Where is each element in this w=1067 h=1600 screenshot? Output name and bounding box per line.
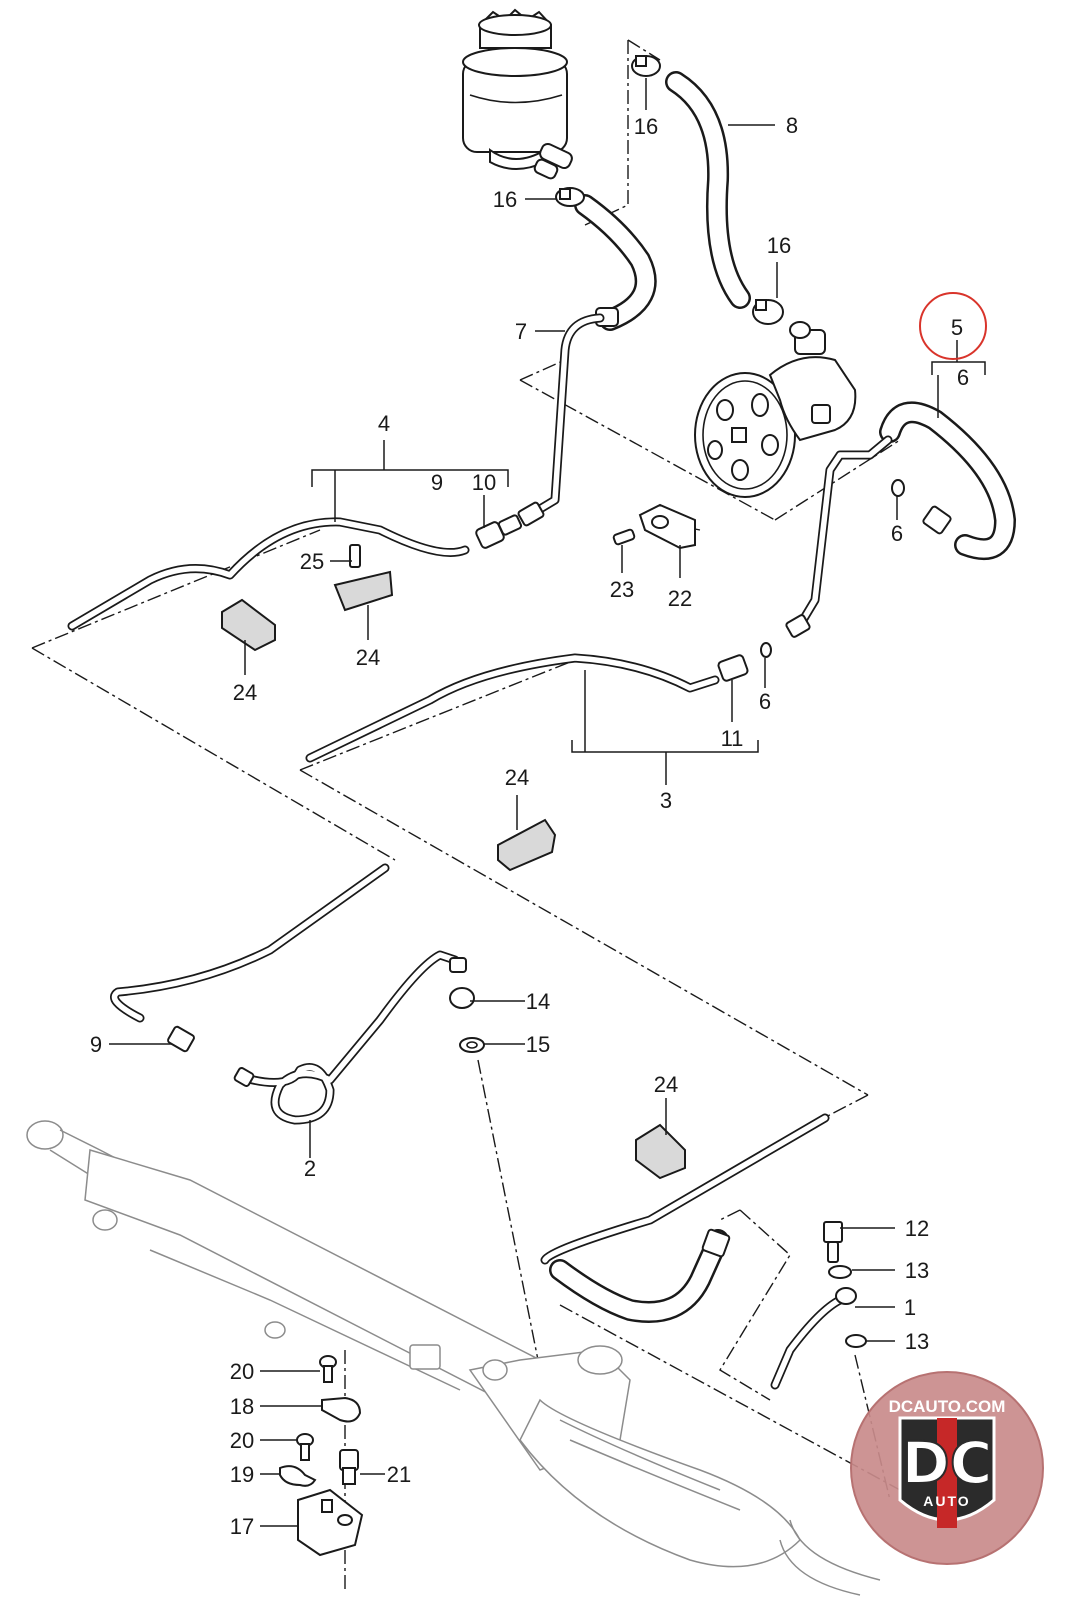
label-part-24: 24	[505, 765, 529, 790]
label-part-4: 4	[378, 411, 390, 436]
label-part-20: 20	[230, 1359, 254, 1384]
label-part-16: 16	[634, 114, 658, 139]
label-part-23: 23	[610, 577, 634, 602]
watermark-site-text: DCAUTO.COM	[889, 1397, 1006, 1416]
label-part-24: 24	[233, 680, 257, 705]
label-part-24: 24	[654, 1072, 678, 1097]
dcauto-watermark-logo: DCAUTO.COM DC AUTO	[850, 1371, 1044, 1565]
label-part-6: 6	[957, 365, 969, 390]
pressure-hose-5	[760, 401, 1016, 658]
pipe-2	[110, 863, 485, 1125]
reservoir	[462, 8, 573, 180]
label-part-13: 13	[905, 1329, 929, 1354]
watermark-monogram: DC	[902, 1429, 993, 1497]
suction-hose-8	[665, 71, 751, 309]
label-part-10: 10	[472, 470, 496, 495]
mounting-hardware	[279, 1355, 364, 1557]
highlight-circle	[919, 292, 987, 360]
label-part-16: 16	[493, 187, 517, 212]
steering-rack	[26, 1120, 881, 1596]
label-part-1: 1	[904, 1295, 916, 1320]
label-part-22: 22	[668, 586, 692, 611]
label-part-9: 9	[431, 470, 443, 495]
label-part-16: 16	[767, 233, 791, 258]
label-part-5: 5	[951, 315, 963, 340]
label-part-25: 25	[300, 549, 324, 574]
label-part-2: 2	[304, 1156, 316, 1181]
part-number-labels: 16 8 16 16 7 5 6 4 9 10 6 25 23 22 24 24…	[90, 113, 969, 1539]
label-part-3: 3	[660, 788, 672, 813]
label-part-9: 9	[90, 1032, 102, 1057]
label-part-12: 12	[905, 1216, 929, 1241]
label-part-17: 17	[230, 1514, 254, 1539]
return-hose-7	[517, 194, 657, 527]
rubber-mounts-24	[221, 544, 686, 1180]
bracket-22	[612, 503, 696, 550]
power-steering-pump	[694, 321, 857, 498]
label-part-6: 6	[891, 521, 903, 546]
label-part-21: 21	[387, 1462, 411, 1487]
leader-lines	[109, 78, 986, 1527]
label-part-15: 15	[526, 1032, 550, 1057]
rack-hoses	[540, 1113, 867, 1390]
watermark-word: AUTO	[923, 1493, 970, 1509]
label-part-11: 11	[721, 726, 744, 751]
hose-clamps-16	[555, 55, 784, 325]
label-part-7: 7	[515, 319, 527, 344]
label-part-13: 13	[905, 1258, 929, 1283]
label-part-6: 6	[759, 689, 771, 714]
pipe-4	[67, 514, 523, 631]
label-part-14: 14	[526, 989, 550, 1014]
pipe-3	[305, 653, 749, 763]
label-part-8: 8	[786, 113, 798, 138]
label-part-19: 19	[230, 1462, 254, 1487]
label-part-18: 18	[230, 1394, 254, 1419]
label-part-24: 24	[356, 645, 380, 670]
label-part-20: 20	[230, 1428, 254, 1453]
